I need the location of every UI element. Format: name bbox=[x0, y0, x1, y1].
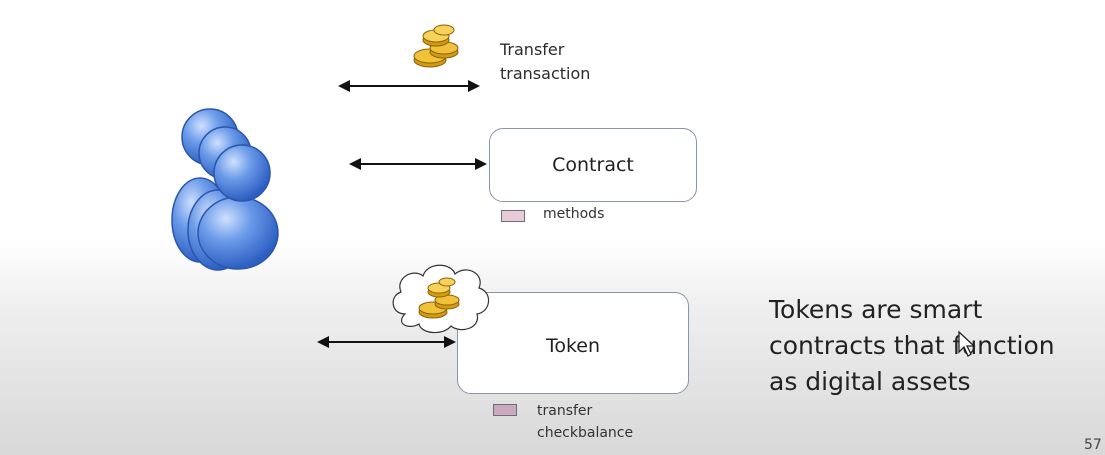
caption-text: Tokens are smart contracts that function… bbox=[769, 292, 1055, 400]
contract-legend-label: methods bbox=[543, 206, 605, 222]
caption-line-1: Tokens are smart bbox=[769, 295, 983, 324]
arrow-token bbox=[315, 332, 458, 352]
users-icon bbox=[160, 95, 300, 275]
token-legend-line-1: transfer bbox=[537, 403, 593, 419]
token-legend-swatch bbox=[493, 404, 517, 416]
token-box: Token bbox=[457, 292, 689, 394]
coins-icon bbox=[410, 22, 462, 74]
transfer-line-2: transaction bbox=[500, 64, 591, 83]
contract-title: Contract bbox=[552, 154, 634, 176]
transfer-transaction-label: Transfer transaction bbox=[500, 38, 590, 86]
transfer-line-1: Transfer bbox=[500, 40, 565, 59]
mouse-cursor-icon bbox=[957, 330, 977, 358]
token-title: Token bbox=[545, 335, 601, 357]
caption-line-3: as digital assets bbox=[769, 367, 971, 396]
contract-legend-swatch bbox=[501, 210, 525, 222]
caption-line-2: contracts that function bbox=[769, 331, 1055, 360]
token-legend-label: transfer checkbalance bbox=[537, 400, 633, 444]
token-legend-line-2: checkbalance bbox=[537, 425, 634, 441]
arrow-contract bbox=[347, 154, 489, 174]
contract-box: Contract bbox=[489, 128, 697, 202]
page-number: 57 bbox=[1084, 437, 1102, 453]
arrow-transfer bbox=[336, 76, 482, 96]
cloud-coins-icon bbox=[385, 258, 495, 336]
